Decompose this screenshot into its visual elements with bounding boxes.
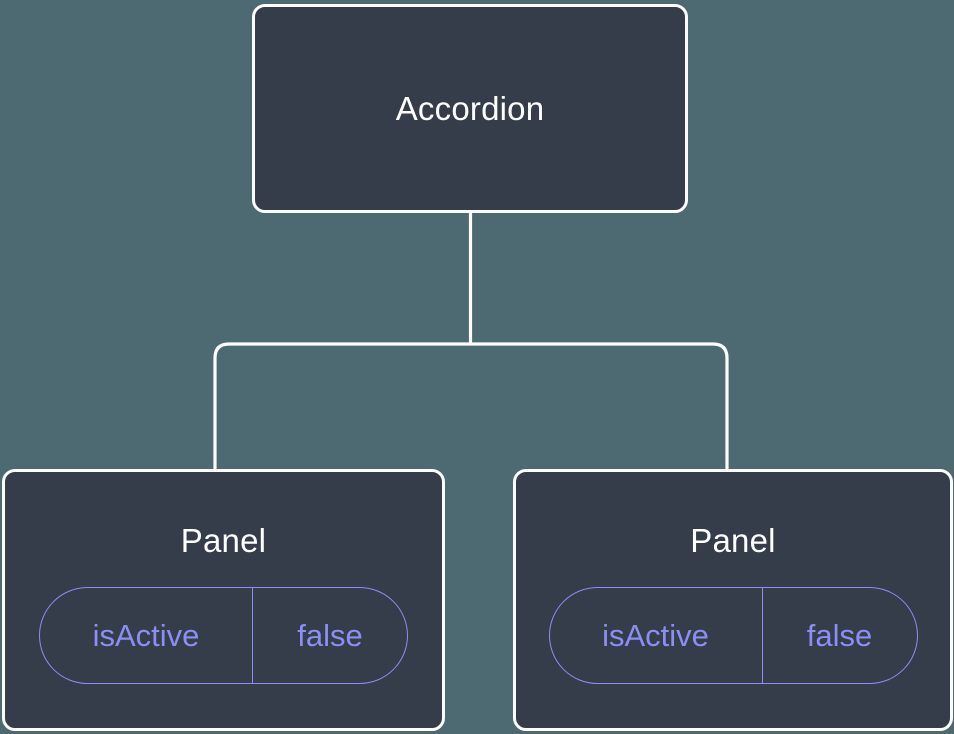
node-accordion-label: Accordion	[395, 90, 545, 127]
node-panel-1[interactable]: Panel isActive false	[2, 469, 445, 731]
node-panel-2-label: Panel	[690, 522, 776, 559]
prop-key-panel-2: isActive	[550, 588, 763, 683]
prop-value-panel-1: false	[297, 618, 363, 653]
prop-badge-panel-2[interactable]: isActive false	[548, 587, 918, 684]
node-panel-1-label: Panel	[180, 522, 267, 559]
node-panel-2[interactable]: Panel isActive false	[513, 469, 953, 731]
edge-to-panel-2	[470, 342, 729, 470]
node-accordion[interactable]: Accordion	[252, 4, 688, 213]
prop-badge-panel-1[interactable]: isActive false	[39, 587, 408, 684]
edge-to-panel-1	[213, 342, 471, 470]
prop-key-panel-1: isActive	[40, 588, 253, 683]
prop-value-panel-2: false	[806, 618, 873, 653]
